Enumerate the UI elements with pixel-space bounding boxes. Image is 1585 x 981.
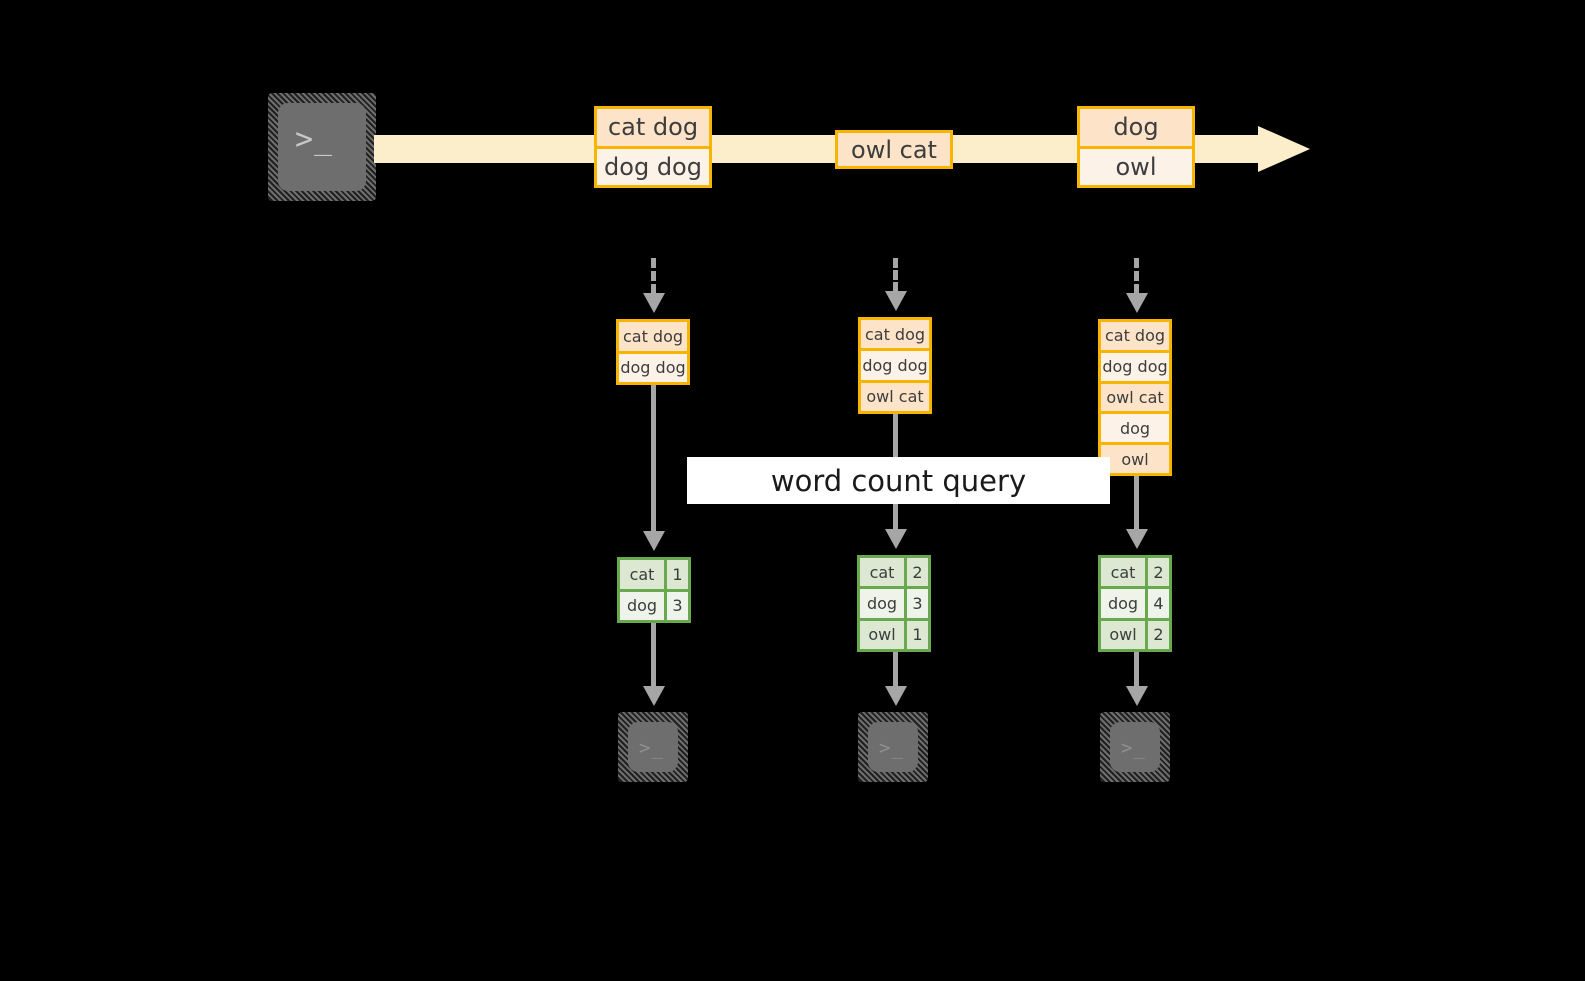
stream-event-line: owl cat (838, 133, 950, 166)
query-banner (687, 457, 1110, 504)
prompt-glyph: >_ (879, 737, 904, 759)
table-row: cat 1 (620, 560, 688, 589)
result-count: 2 (1148, 558, 1169, 587)
input-row: dog (1101, 414, 1169, 443)
prompt-glyph: >_ (295, 122, 334, 157)
accumulated-input-col1: cat dog dog dog (616, 319, 690, 385)
result-word: cat (1101, 558, 1145, 587)
result-count: 1 (667, 560, 688, 589)
terminal-screen: >_ (628, 722, 678, 772)
dashed-arrow-head-col2-icon (885, 291, 907, 311)
terminal-screen: >_ (868, 722, 918, 772)
input-row: cat dog (1101, 322, 1169, 350)
prompt-glyph: >_ (639, 737, 664, 759)
result-count: 3 (907, 589, 928, 618)
result-word: dog (860, 589, 904, 618)
result-table-col3: cat 2 dog 4 owl 2 (1098, 555, 1172, 652)
result-word: cat (620, 560, 664, 589)
query-arrow-head-col2-icon (885, 529, 907, 549)
query-connector-col1 (651, 385, 656, 535)
stream-event-2: owl cat (835, 130, 953, 169)
sink-arrow-head-col1-icon (643, 686, 665, 706)
result-table-col2: cat 2 dog 3 owl 1 (857, 555, 931, 652)
result-count: 2 (1148, 620, 1169, 649)
accumulated-input-col3: cat dog dog dog owl cat dog owl (1098, 319, 1172, 476)
input-row: cat dog (861, 320, 929, 349)
result-count: 4 (1148, 589, 1169, 618)
input-row: dog dog (861, 351, 929, 380)
table-row: cat 2 (1101, 558, 1169, 587)
query-arrow-head-col1-icon (643, 531, 665, 551)
table-row: dog 3 (620, 591, 688, 620)
result-table-col1: cat 1 dog 3 (617, 557, 691, 623)
result-word: dog (620, 591, 664, 620)
stream-event-line: dog (1080, 109, 1192, 146)
terminal-screen: >_ (1110, 722, 1160, 772)
input-row: owl cat (1101, 383, 1169, 412)
query-label: word count query (770, 463, 1027, 498)
dashed-connector-col2 (893, 258, 898, 292)
input-row: dog dog (1101, 352, 1169, 381)
table-row: owl 2 (1101, 620, 1169, 649)
input-row: owl cat (861, 382, 929, 411)
sink-connector-col1 (651, 623, 656, 689)
result-word: cat (860, 558, 904, 587)
result-word: owl (1101, 620, 1145, 649)
sink-arrow-head-col3-icon (1126, 686, 1148, 706)
sink-terminal-icon-col3: >_ (1100, 712, 1170, 782)
dashed-connector-col3 (1134, 258, 1139, 294)
terminal-screen: >_ (278, 103, 366, 191)
source-terminal-icon: >_ (268, 93, 376, 201)
sink-terminal-icon-col1: >_ (618, 712, 688, 782)
stream-event-line: dog dog (597, 148, 709, 185)
result-word: dog (1101, 589, 1145, 618)
result-count: 2 (907, 558, 928, 587)
table-row: cat 2 (860, 558, 928, 587)
stream-event-3: dog owl (1077, 106, 1195, 188)
sink-connector-col3 (1134, 652, 1139, 689)
sink-terminal-icon-col2: >_ (858, 712, 928, 782)
dashed-connector-col1 (651, 258, 656, 294)
stream-event-line: cat dog (597, 109, 709, 146)
input-row: dog dog (619, 353, 687, 382)
result-count: 1 (907, 620, 928, 649)
accumulated-input-col2: cat dog dog dog owl cat (858, 317, 932, 414)
stream-event-line: owl (1080, 148, 1192, 185)
prompt-glyph: >_ (1121, 737, 1146, 759)
input-row: cat dog (619, 322, 687, 351)
sink-connector-col2 (893, 652, 898, 689)
table-row: dog 3 (860, 589, 928, 618)
query-arrow-head-col3-icon (1126, 529, 1148, 549)
result-word: owl (860, 620, 904, 649)
query-connector-col3 (1134, 476, 1139, 534)
dashed-arrow-head-col3-icon (1126, 293, 1148, 313)
sink-arrow-head-col2-icon (885, 686, 907, 706)
table-row: dog 4 (1101, 589, 1169, 618)
dashed-arrow-head-col1-icon (643, 293, 665, 313)
stream-arrow-head-icon (1258, 126, 1310, 172)
stream-event-1: cat dog dog dog (594, 106, 712, 188)
result-count: 3 (667, 591, 688, 620)
table-row: owl 1 (860, 620, 928, 649)
input-row: owl (1101, 445, 1169, 473)
